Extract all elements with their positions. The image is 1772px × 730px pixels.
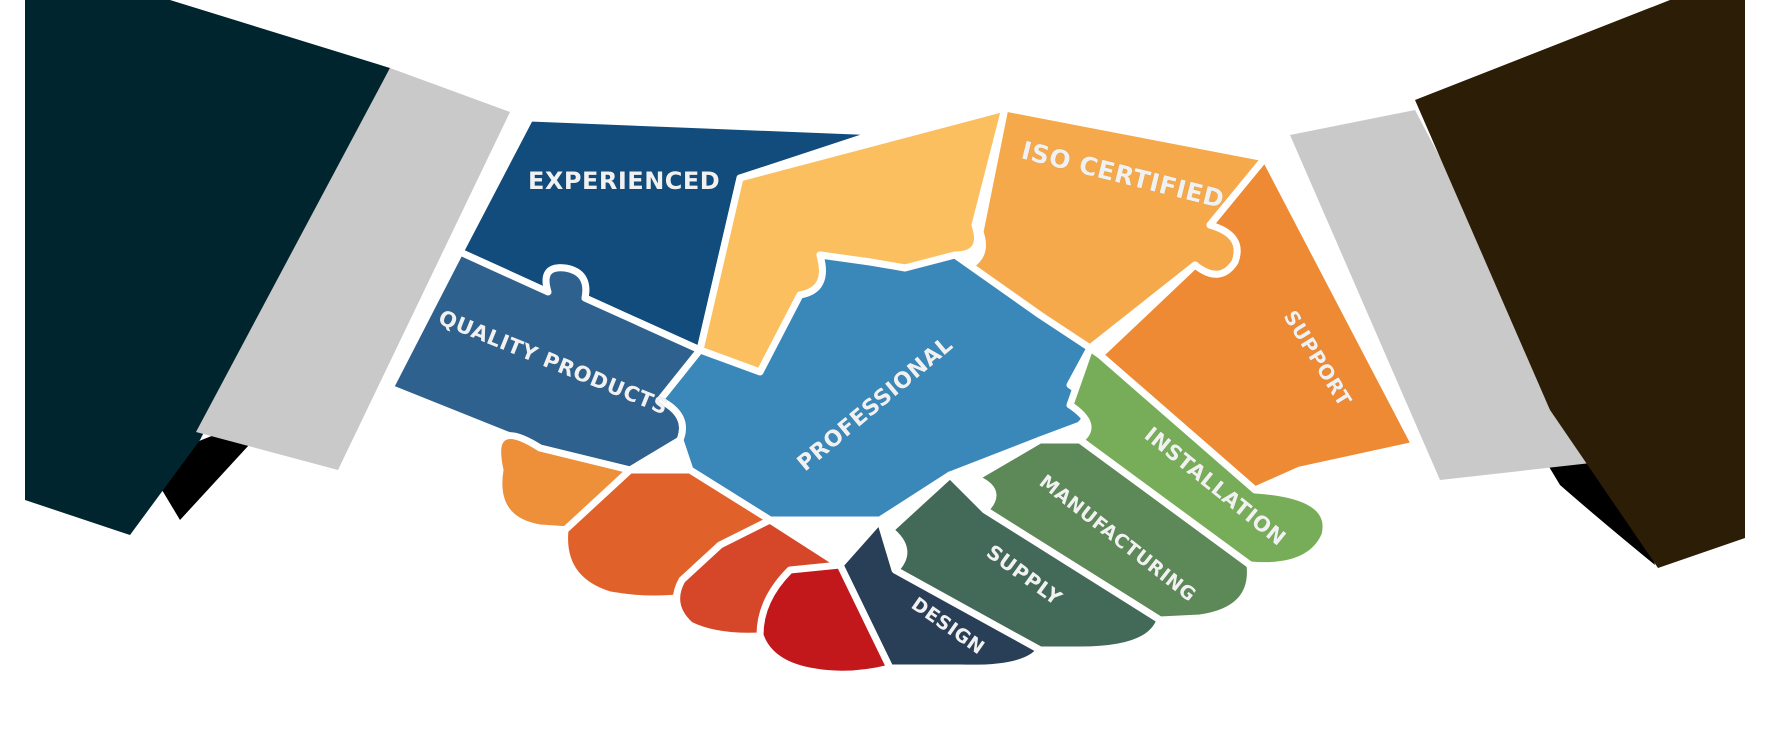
- right-arm: [1290, 0, 1745, 568]
- supply-piece: [886, 471, 1164, 654]
- support-piece: [1096, 154, 1419, 494]
- design-piece: [836, 516, 1044, 672]
- right-cuff: [1290, 110, 1600, 480]
- puzzle-hand: [386, 104, 1419, 678]
- left-sleeve: [25, 0, 390, 535]
- left-cuff: [196, 68, 510, 470]
- left-arm: [25, 0, 510, 535]
- label-experienced: EXPERIENCED: [528, 167, 720, 195]
- right-sleeve: [1415, 0, 1745, 568]
- finger-red: [756, 561, 894, 678]
- installation-piece: [1066, 344, 1330, 570]
- finger-orange: [494, 432, 634, 534]
- left-shirt-shadow: [150, 420, 272, 520]
- manufacturing-piece: [971, 436, 1254, 624]
